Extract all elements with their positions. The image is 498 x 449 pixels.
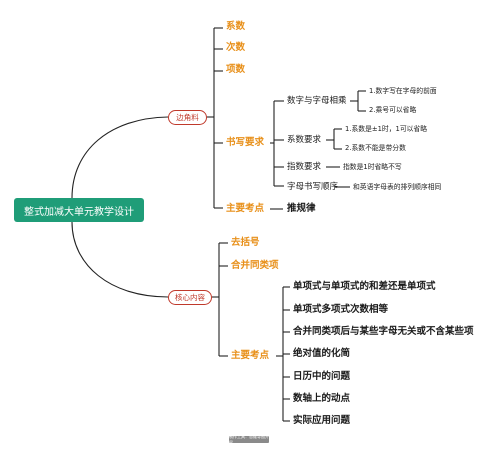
key-point-item-1[interactable]: 单项式与单项式的和差还是单项式: [293, 281, 436, 292]
node-letter-order-detail[interactable]: 和英语字母表的排列顺序相同: [353, 183, 442, 191]
node-degree[interactable]: 次数: [226, 42, 246, 53]
node-letter-order[interactable]: 字母书写顺序: [287, 182, 339, 192]
key-point-item-7[interactable]: 实际应用问题: [293, 415, 351, 426]
node-coefficient-requirements[interactable]: 系数要求: [287, 135, 322, 145]
node-exponent-requirements[interactable]: 指数要求: [287, 162, 322, 172]
node-coefficient[interactable]: 系数: [226, 21, 246, 32]
node-exponent-detail[interactable]: 指数是1时省略不写: [343, 163, 402, 171]
node-multiply-detail-2[interactable]: 2.乘号可以省略: [369, 106, 417, 114]
node-pattern-reasoning[interactable]: 推规律: [287, 203, 316, 214]
node-core-key-point[interactable]: 主要考点: [231, 350, 270, 361]
node-coefficient-detail-1[interactable]: 1.系数是±1时，1可以省略: [345, 125, 428, 133]
branch-core[interactable]: 核心内容: [168, 290, 212, 305]
root-node[interactable]: 整式加减大单元教学设计: [14, 198, 144, 222]
key-point-item-4[interactable]: 绝对值的化简: [293, 348, 351, 359]
node-remove-brackets[interactable]: 去括号: [231, 237, 260, 248]
node-term-count[interactable]: 项数: [226, 64, 246, 75]
branch-left-corner[interactable]: 边角料: [168, 110, 207, 125]
node-corner-key-point[interactable]: 主要考点: [226, 203, 265, 214]
node-writing-requirements[interactable]: 书写要求: [226, 137, 265, 148]
node-combine-like-terms[interactable]: 合并同类项: [231, 260, 279, 271]
key-point-item-6[interactable]: 数轴上的动点: [293, 393, 351, 404]
key-point-item-2[interactable]: 单项式多项式次数相等: [293, 304, 389, 315]
node-coefficient-detail-2[interactable]: 2.系数不能是带分数: [345, 144, 406, 152]
watermark: 制作工具：思维导图开展: [229, 433, 269, 445]
node-multiply-detail-1[interactable]: 1.数字写在字母的前面: [369, 87, 437, 95]
node-number-letter-multiply[interactable]: 数字与字母相乘: [287, 96, 347, 106]
key-point-item-3[interactable]: 合并同类项后与某些字母无关或不含某些项: [293, 326, 474, 337]
key-point-item-5[interactable]: 日历中的问题: [293, 371, 351, 382]
